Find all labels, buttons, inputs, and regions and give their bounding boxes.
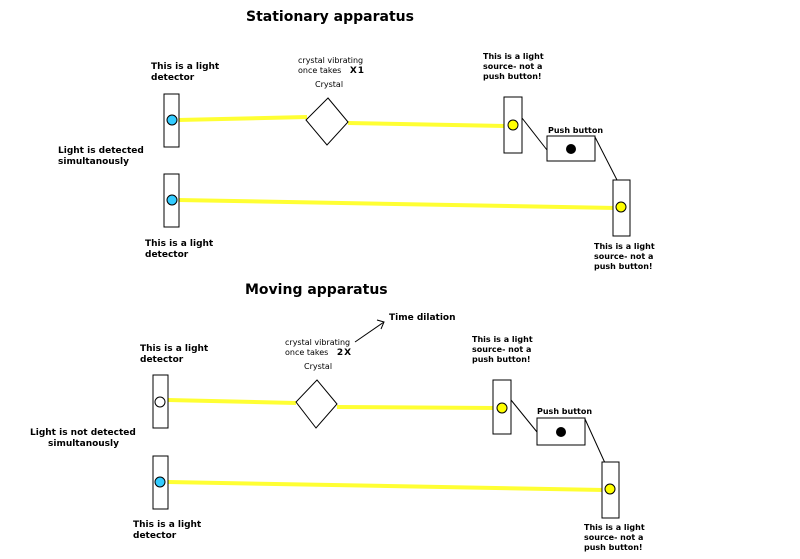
detector-label-line: This is a light <box>145 239 214 249</box>
wire-stationary-left <box>521 117 548 151</box>
crystal-label-stationary: Crystal <box>315 80 344 89</box>
detector-label-stationary-top: This is a light detector <box>151 62 219 84</box>
beam-moving-top-right <box>336 405 496 410</box>
detection-note-line: Light is not detected <box>30 428 136 438</box>
detection-note-line: simultanously <box>48 439 119 449</box>
crystal-note-line: once takes <box>285 348 329 357</box>
source-label-line: This is a light <box>483 52 544 61</box>
source-label-line: push button! <box>594 262 653 271</box>
push-button-stationary <box>546 135 596 162</box>
crystal-note-line: once takes <box>298 66 342 75</box>
push-button-dot-stationary <box>566 144 576 154</box>
source-label-line: push button! <box>584 543 643 552</box>
source-dot-moving-top <box>496 402 508 414</box>
detection-note-line: Light is detected <box>58 146 144 156</box>
detector-label-line: detector <box>140 355 184 365</box>
time-dilation-arrow <box>354 321 385 343</box>
source-label-line: This is a light <box>594 242 655 251</box>
crystal-stationary <box>305 97 349 146</box>
moving-title: Moving apparatus <box>245 282 388 298</box>
crystal-note-stationary: crystal vibrating once takes X1 <box>298 56 365 76</box>
beam-stationary-top-left <box>177 115 308 122</box>
detection-note-stationary: Light is detected simultanously <box>58 146 144 168</box>
detector-label-line: detector <box>145 250 189 260</box>
crystal-label-moving: Crystal <box>304 362 333 371</box>
source-label-line: push button! <box>472 355 531 364</box>
detector-dot-stationary-bottom <box>166 194 178 206</box>
wire-stationary-right <box>594 136 618 181</box>
crystal-note-moving: crystal vibrating once takes 2X <box>285 338 352 358</box>
detector-label-line: detector <box>151 73 195 83</box>
source-label-line: push button! <box>483 72 542 81</box>
push-button-label-stationary: Push button <box>548 126 604 135</box>
push-button-label-moving: Push button <box>537 407 593 416</box>
source-label-line: This is a light <box>472 335 533 344</box>
detection-note-moving: Light is not detected simultanously <box>30 428 136 450</box>
source-label-line: source- not a <box>594 252 654 261</box>
crystal-note-line: crystal vibrating <box>298 56 364 65</box>
time-dilation-label: Time dilation <box>389 313 456 323</box>
beam-moving-top-left <box>167 398 297 405</box>
source-label-line: source- not a <box>483 62 543 71</box>
wire-moving-left <box>510 399 538 433</box>
detector-label-moving-top: This is a light detector <box>140 344 208 366</box>
source-dot-stationary-bottom <box>615 201 627 213</box>
source-label-stationary-top: This is a light source- not a push butto… <box>483 52 544 82</box>
source-dot-stationary-top <box>507 119 519 131</box>
detector-label-line: detector <box>133 531 177 541</box>
crystal-moving <box>295 379 338 429</box>
crystal-multiplier: X1 <box>349 66 366 76</box>
detection-note-line: simultanously <box>58 157 129 167</box>
stationary-title: Stationary apparatus <box>246 9 414 25</box>
detector-label-line: This is a light <box>140 344 209 354</box>
crystal-note-line: crystal vibrating <box>285 338 351 347</box>
source-label-moving-bottom: This is a light source- not a push butto… <box>584 523 645 553</box>
source-dot-moving-bottom <box>604 483 616 495</box>
source-label-moving-top: This is a light source- not a push butto… <box>472 335 533 365</box>
wire-moving-right <box>584 418 606 464</box>
source-label-stationary-bottom: This is a light source- not a push butto… <box>594 242 655 272</box>
time-dilation-arrowhead <box>376 319 385 330</box>
detector-label-line: This is a light <box>133 520 202 530</box>
source-label-line: source- not a <box>584 533 644 542</box>
push-button-dot-moving <box>556 427 566 437</box>
detector-label-moving-bottom: This is a light detector <box>133 520 201 542</box>
beam-stationary-bottom <box>177 198 617 210</box>
detector-dot-moving-top <box>154 396 166 408</box>
beam-stationary-top-right <box>347 121 506 128</box>
source-label-line: source- not a <box>472 345 532 354</box>
detector-dot-stationary-top <box>166 114 178 126</box>
crystal-multiplier: 2X <box>336 348 353 358</box>
push-button-moving <box>536 417 586 446</box>
source-label-line: This is a light <box>584 523 645 532</box>
detector-dot-moving-bottom <box>154 476 166 488</box>
beam-moving-bottom <box>167 480 605 492</box>
detector-label-stationary-bottom: This is a light detector <box>145 239 213 261</box>
detector-label-line: This is a light <box>151 62 220 72</box>
